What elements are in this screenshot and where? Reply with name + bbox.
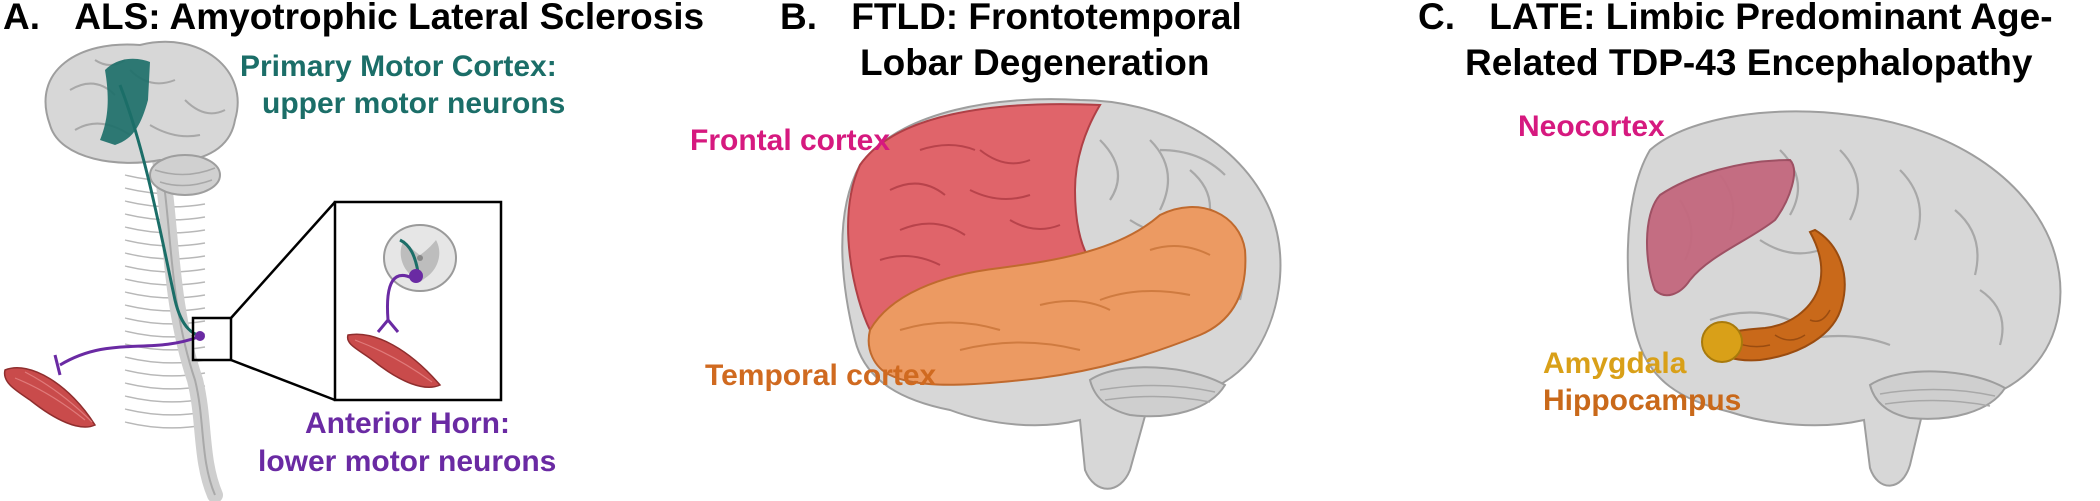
panel-c-title-line1: C. LATE: Limbic Predominant Age-: [1418, 0, 2053, 39]
upper-motor-neuron-tract: [118, 84, 201, 337]
muscle-left: [3, 367, 97, 428]
upper-label-line2: upper motor neurons: [262, 87, 566, 120]
spine-zoom-box: [191, 316, 233, 362]
amygdala-label: Amygdala: [1543, 347, 1687, 380]
frontal-cortex-label: Frontal cortex: [690, 124, 891, 157]
lower-label-line2: lower motor neurons: [258, 445, 557, 478]
muscle-inset: [346, 333, 442, 388]
lower-label-line1: Anterior Horn:: [305, 407, 510, 440]
panel-als: A. ALS: Amyotrophic Lateral Sclerosis Pr…: [0, 0, 704, 501]
panel-late: C. LATE: Limbic Predominant Age- Related…: [1380, 0, 2100, 501]
upper-label-line1: Primary Motor Cortex:: [240, 50, 557, 83]
panel-a-heading: ALS: Amyotrophic Lateral Sclerosis: [74, 0, 705, 37]
ftld-illustration: [841, 98, 1282, 490]
panel-c-heading-2: Related TDP-43 Encephalopathy: [1465, 42, 2033, 83]
panel-c-heading-1: LATE: Limbic Predominant Age-: [1489, 0, 2053, 37]
panel-b-heading-1: FTLD: Frontotemporal: [851, 0, 1242, 37]
panel-b-heading-2: Lobar Degeneration: [860, 42, 1210, 83]
neocortex-region: [1646, 158, 1795, 297]
als-illustration: [3, 40, 503, 501]
panel-c-letter: C.: [1418, 0, 1455, 37]
panel-b-title-line1: B. FTLD: Frontotemporal: [780, 0, 1242, 39]
panel-ftld: B. FTLD: Frontotemporal Lobar Degenerati…: [680, 0, 1380, 501]
temporal-cortex-label: Temporal cortex: [705, 359, 937, 392]
panel-b-letter: B.: [780, 0, 817, 37]
neocortex-label: Neocortex: [1518, 110, 1665, 143]
hippocampus-label: Hippocampus: [1543, 384, 1742, 417]
panel-a-title: A. ALS: Amyotrophic Lateral Sclerosis: [3, 0, 704, 39]
amygdala-region: [1701, 321, 1743, 363]
lower-motor-neuron-left: [59, 335, 199, 367]
temporal-cortex-region: [867, 206, 1247, 386]
late-illustration: [1626, 110, 2062, 487]
panel-a-letter: A.: [3, 0, 40, 37]
